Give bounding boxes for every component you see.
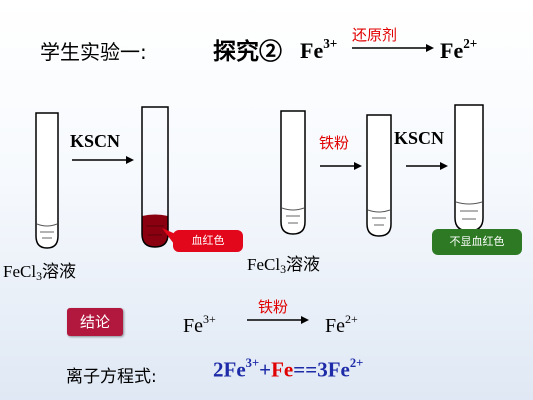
test-tube-iron-added bbox=[366, 114, 392, 237]
ionic-equation: 2Fe3++Fe==3Fe2+ bbox=[213, 356, 363, 382]
conclusion-product-symbol: Fe bbox=[325, 315, 345, 337]
header-product-symbol: Fe bbox=[440, 37, 464, 63]
header-arrow-icon bbox=[352, 44, 434, 52]
tube-label-fecl3-a: FeCl3溶液 bbox=[3, 257, 76, 284]
arrow-a-icon bbox=[72, 156, 134, 164]
test-tube-blood-red bbox=[141, 106, 169, 248]
formula-main: FeCl bbox=[247, 255, 281, 274]
ionic-equation-label: 离子方程式: bbox=[66, 367, 157, 387]
explore-heading: 探究② bbox=[213, 38, 282, 65]
test-tube-fecl3-a bbox=[35, 112, 59, 249]
eq-term-1: 2Fe bbox=[213, 357, 246, 382]
eq-equals: == bbox=[293, 357, 318, 382]
formula-main: FeCl bbox=[3, 262, 37, 281]
conclusion-badge: 结论 bbox=[67, 308, 123, 336]
header-product: Fe2+ bbox=[440, 36, 477, 64]
eq-charge-1: 3+ bbox=[245, 356, 260, 370]
formula-tail: 溶液 bbox=[286, 255, 321, 274]
eq-charge-2: 2+ bbox=[349, 356, 364, 370]
test-tube-fecl3-b bbox=[280, 110, 306, 235]
tube-label-fecl3-b: FeCl3溶液 bbox=[247, 250, 320, 277]
formula-tail: 溶液 bbox=[42, 262, 77, 281]
reagent-kscn-b: KSCN bbox=[394, 128, 445, 148]
arrow-b2-icon bbox=[406, 162, 448, 170]
conclusion-reactant: Fe3+ bbox=[183, 312, 216, 338]
reagent-kscn-a: KSCN bbox=[70, 131, 121, 151]
header-reactant: Fe3+ bbox=[300, 36, 337, 64]
result-callout-blood-red: 血红色 bbox=[173, 230, 243, 252]
arrow-b1-icon bbox=[320, 162, 362, 170]
result-callout-no-color: 不显血红色 bbox=[432, 229, 522, 255]
test-tube-no-color bbox=[454, 104, 484, 232]
header-product-charge: 2+ bbox=[463, 36, 478, 51]
header-reactant-symbol: Fe bbox=[300, 37, 324, 63]
conclusion-product-charge: 2+ bbox=[345, 312, 358, 326]
conclusion-product: Fe2+ bbox=[325, 312, 358, 338]
conclusion-reagent: 铁粉 bbox=[258, 298, 289, 316]
conclusion-reactant-symbol: Fe bbox=[183, 315, 203, 337]
eq-term-2: 3Fe bbox=[317, 357, 350, 382]
reagent-iron-powder: 铁粉 bbox=[319, 134, 350, 152]
header-reagent: 还原剂 bbox=[352, 26, 398, 44]
conclusion-reactant-charge: 3+ bbox=[203, 312, 216, 326]
eq-iron: Fe bbox=[271, 357, 294, 382]
eq-plus: + bbox=[259, 357, 272, 382]
experiment-title: 学生实验一: bbox=[40, 40, 147, 64]
formula-subscript: 3 bbox=[36, 268, 43, 283]
formula-subscript: 3 bbox=[280, 261, 287, 276]
conclusion-arrow-icon bbox=[247, 316, 309, 324]
header-reactant-charge: 3+ bbox=[323, 36, 338, 51]
